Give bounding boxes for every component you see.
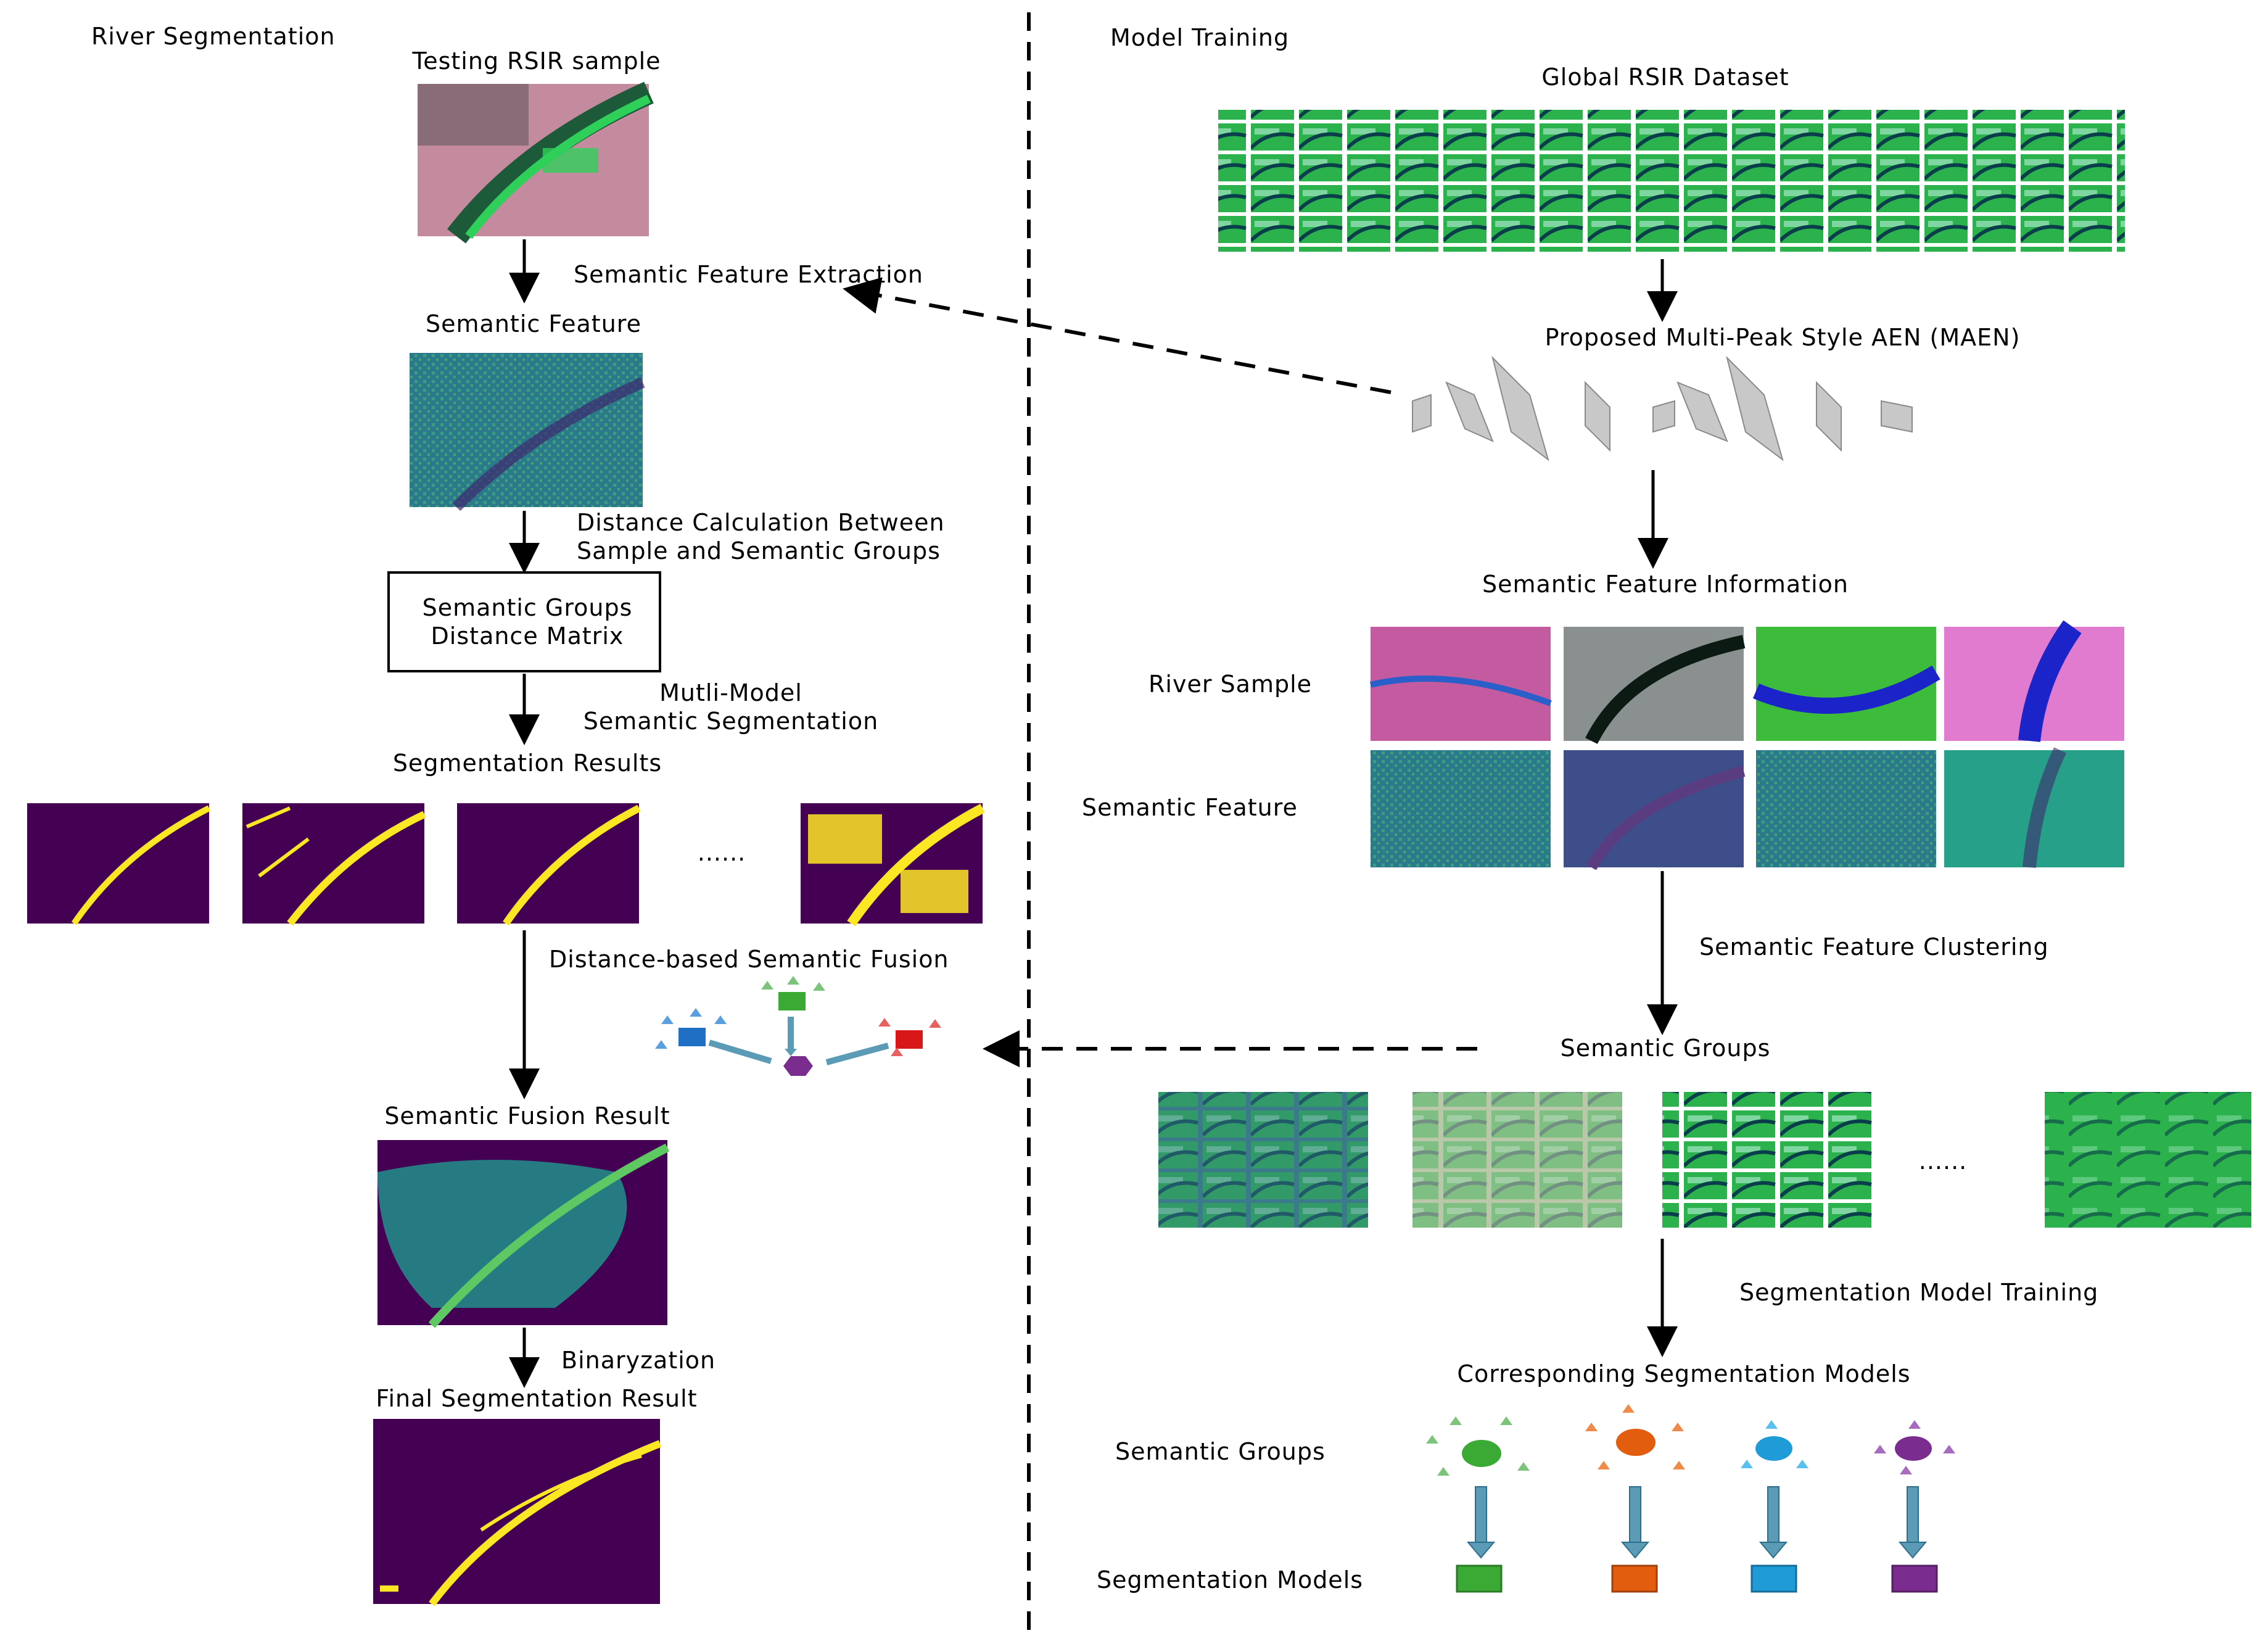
dataset-label: Global RSIR Dataset	[1541, 64, 1789, 91]
distance-calc-line1: Distance Calculation Between	[577, 509, 945, 536]
model-square-purple	[1891, 1564, 1938, 1593]
down-arrow-blue	[1759, 1486, 1788, 1559]
semantic-feature-1	[1371, 750, 1551, 867]
model-square-orange	[1611, 1564, 1658, 1593]
groups-ellipsis: ......	[1919, 1147, 1967, 1175]
semantic-groups-label: Semantic Groups	[1561, 1035, 1771, 1062]
fusion-icon	[655, 976, 941, 1076]
left-section-title: River Segmentation	[91, 23, 336, 50]
semantic-feature-4	[1944, 747, 2124, 869]
multi-model-line2: Semantic Segmentation	[583, 708, 878, 735]
fusion-result-label: Semantic Fusion Result	[384, 1102, 670, 1130]
river-sample-1	[1369, 627, 1552, 741]
binarization-label: Binaryzation	[561, 1347, 715, 1374]
semantic-group-3	[1662, 1092, 1872, 1228]
matrix-line1: Semantic Groups	[423, 594, 633, 621]
clustering-label: Semantic Feature Clustering	[1699, 933, 2049, 961]
segmentation-result-1	[27, 803, 211, 925]
feature-extraction-label: Semantic Feature Extraction	[574, 261, 923, 288]
right-semantic-feature-label: Semantic Feature	[1082, 794, 1298, 821]
segmentation-result-4	[801, 803, 985, 927]
down-arrow-orange	[1620, 1486, 1650, 1559]
final-result-label: Final Segmentation Result	[376, 1385, 697, 1412]
river-sample-2	[1564, 627, 1746, 744]
maen-label: Proposed Multi-Peak Style AEN (MAEN)	[1545, 324, 2021, 351]
multi-model-line1: Mutli-Model	[659, 679, 802, 706]
segmentation-result-2	[242, 803, 426, 926]
right-section-title: Model Training	[1110, 24, 1289, 51]
river-sample-4	[1944, 620, 2124, 742]
groups-row-label: Semantic Groups	[1115, 1438, 1326, 1465]
testing-sample-image	[418, 81, 654, 244]
model-training-label: Segmentation Model Training	[1739, 1279, 2098, 1306]
down-arrow-green	[1466, 1486, 1496, 1559]
distance-calc-line2: Sample and Semantic Groups	[577, 537, 941, 564]
group-icon-green	[1426, 1416, 1530, 1476]
group-icon-purple	[1874, 1420, 1955, 1474]
feature-info-label: Semantic Feature Information	[1482, 571, 1849, 598]
corresponding-models-label: Corresponding Segmentation Models	[1457, 1360, 1910, 1387]
models-row-label: Segmentation Models	[1097, 1566, 1363, 1593]
results-ellipsis: ......	[698, 839, 746, 866]
semantic-feature-label: Semantic Feature	[426, 310, 641, 337]
network-icon	[1412, 355, 1913, 461]
semantic-feature-2	[1564, 750, 1746, 870]
fusion-result-image	[377, 1140, 670, 1328]
group-icon-blue	[1741, 1420, 1808, 1468]
segmentation-results-label: Segmentation Results	[393, 750, 662, 777]
testing-sample-label: Testing RSIR sample	[411, 48, 661, 75]
final-result-image	[373, 1419, 662, 1606]
river-sample-label: River Sample	[1148, 671, 1312, 698]
down-arrow-purple	[1898, 1486, 1928, 1559]
segmentation-result-3	[457, 803, 641, 926]
river-sample-3	[1752, 627, 1940, 741]
group-icon-orange	[1585, 1404, 1685, 1469]
semantic-feature-image	[410, 353, 645, 511]
semantic-group-1	[1158, 1092, 1368, 1228]
model-square-blue	[1750, 1564, 1797, 1593]
distance-matrix-box	[387, 571, 661, 672]
dashed-arrow-maen-to-extraction	[843, 277, 1392, 394]
semantic-group-2	[1412, 1092, 1622, 1228]
fusion-label: Distance-based Semantic Fusion	[549, 946, 949, 973]
semantic-group-4	[2045, 1092, 2251, 1228]
semantic-feature-3	[1756, 750, 1936, 867]
matrix-line2: Distance Matrix	[431, 622, 624, 650]
model-square-green	[1456, 1564, 1503, 1593]
dataset-mosaic	[1218, 110, 2125, 252]
